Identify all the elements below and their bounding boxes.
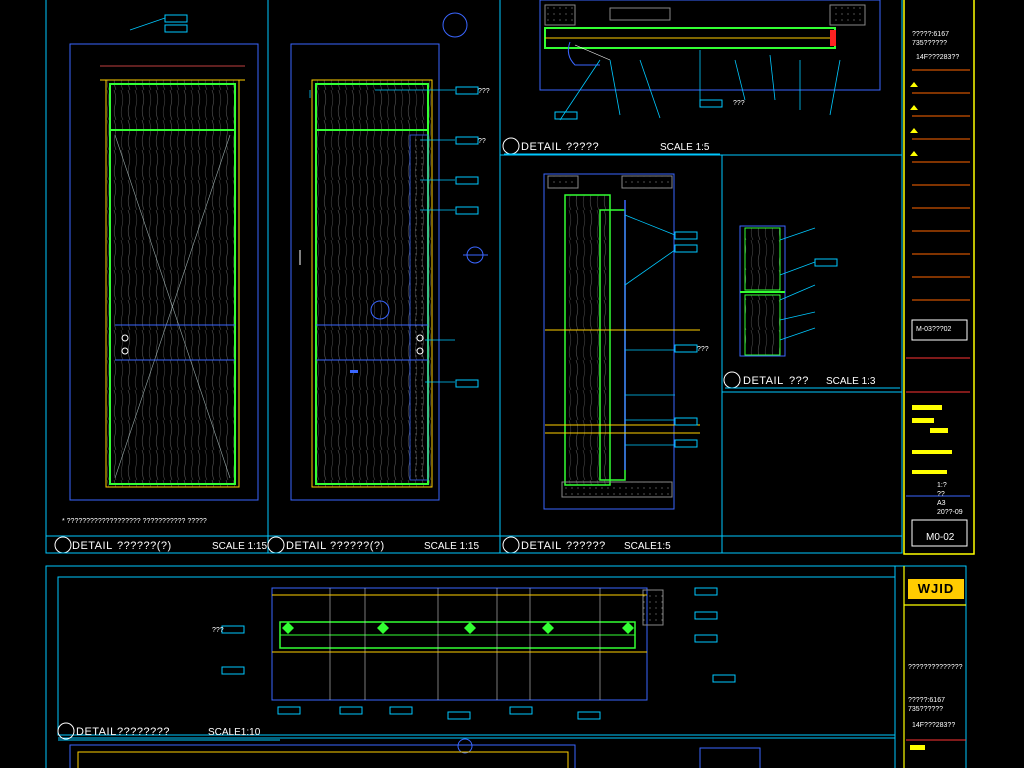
upper-title-block-frame bbox=[903, 0, 975, 555]
detail-a-scale: SCALE1:5 bbox=[624, 541, 671, 552]
detail-a-title: DETAIL bbox=[521, 540, 562, 552]
detail-02-title: DETAIL bbox=[286, 540, 327, 552]
general-note: * ??????????????????? ??????????? ????? bbox=[62, 518, 207, 525]
detail-a-name: ?????? bbox=[566, 540, 606, 552]
annotation-1: ??? bbox=[478, 88, 490, 95]
detail-02-name: ??????(?) bbox=[330, 540, 385, 552]
title-row-4: 20??-09 bbox=[937, 509, 963, 516]
detail-01-title: DETAIL bbox=[72, 540, 113, 552]
callout-tags bbox=[164, 14, 838, 720]
door-elevation-01 bbox=[69, 17, 259, 501]
title-code1: ?????:6167 bbox=[912, 31, 949, 38]
detail-01-name: ??????(?) bbox=[117, 540, 172, 552]
detail-b-name: ????? bbox=[566, 141, 600, 153]
annotation-2: ?? bbox=[478, 138, 486, 145]
detail-title-underlines bbox=[50, 153, 900, 741]
lower-title-block-frame bbox=[903, 566, 966, 768]
detail-01-scale: SCALE 1:15 bbox=[212, 541, 268, 552]
sheet-ref: M-03???02 bbox=[916, 326, 952, 333]
detail-a1-section bbox=[739, 225, 816, 357]
detail-c-scale: SCALE1:10 bbox=[208, 727, 261, 738]
title-row-2: ?? bbox=[937, 491, 945, 498]
detail-b-scale: SCALE 1:5 bbox=[660, 142, 710, 153]
detail-a1-scale: SCALE 1:3 bbox=[826, 376, 876, 387]
annotation-4: ??? bbox=[212, 627, 224, 634]
lower-sheet-frame bbox=[45, 565, 967, 768]
detail-a1-name: ??? bbox=[789, 375, 809, 387]
lower-title-code2: 735?????? bbox=[908, 706, 944, 713]
annotation-5: ??? bbox=[733, 100, 745, 107]
sheet-number: M0-02 bbox=[926, 532, 955, 543]
company-logo: WJID bbox=[908, 579, 964, 599]
detail-b-plan-section bbox=[442, 0, 881, 121]
detail-02-scale: SCALE 1:15 bbox=[424, 541, 480, 552]
title-code3: 14F???283?? bbox=[916, 54, 960, 61]
title-row-3: A3 bbox=[937, 500, 946, 507]
detail-c-title: DETAIL bbox=[76, 726, 117, 738]
lower-title-line1: ?????????????? bbox=[908, 664, 963, 671]
title-block-stripes bbox=[906, 69, 970, 750]
title-code2: 735?????? bbox=[912, 40, 948, 47]
detail-a1-title: DETAIL bbox=[743, 375, 784, 387]
title-row-1: 1:? bbox=[937, 482, 947, 489]
detail-c-plan-section bbox=[69, 587, 761, 768]
annotation-3: ??? bbox=[697, 346, 709, 353]
lower-title-code1: ?????:6167 bbox=[908, 697, 945, 704]
detail-b-title: DETAIL bbox=[521, 141, 562, 153]
lower-title-code3: 14F???283?? bbox=[912, 722, 956, 729]
detail-a-vertical-section bbox=[543, 173, 700, 510]
detail-c-name: ???????? bbox=[117, 726, 170, 738]
door-elevation-02 bbox=[290, 43, 488, 501]
